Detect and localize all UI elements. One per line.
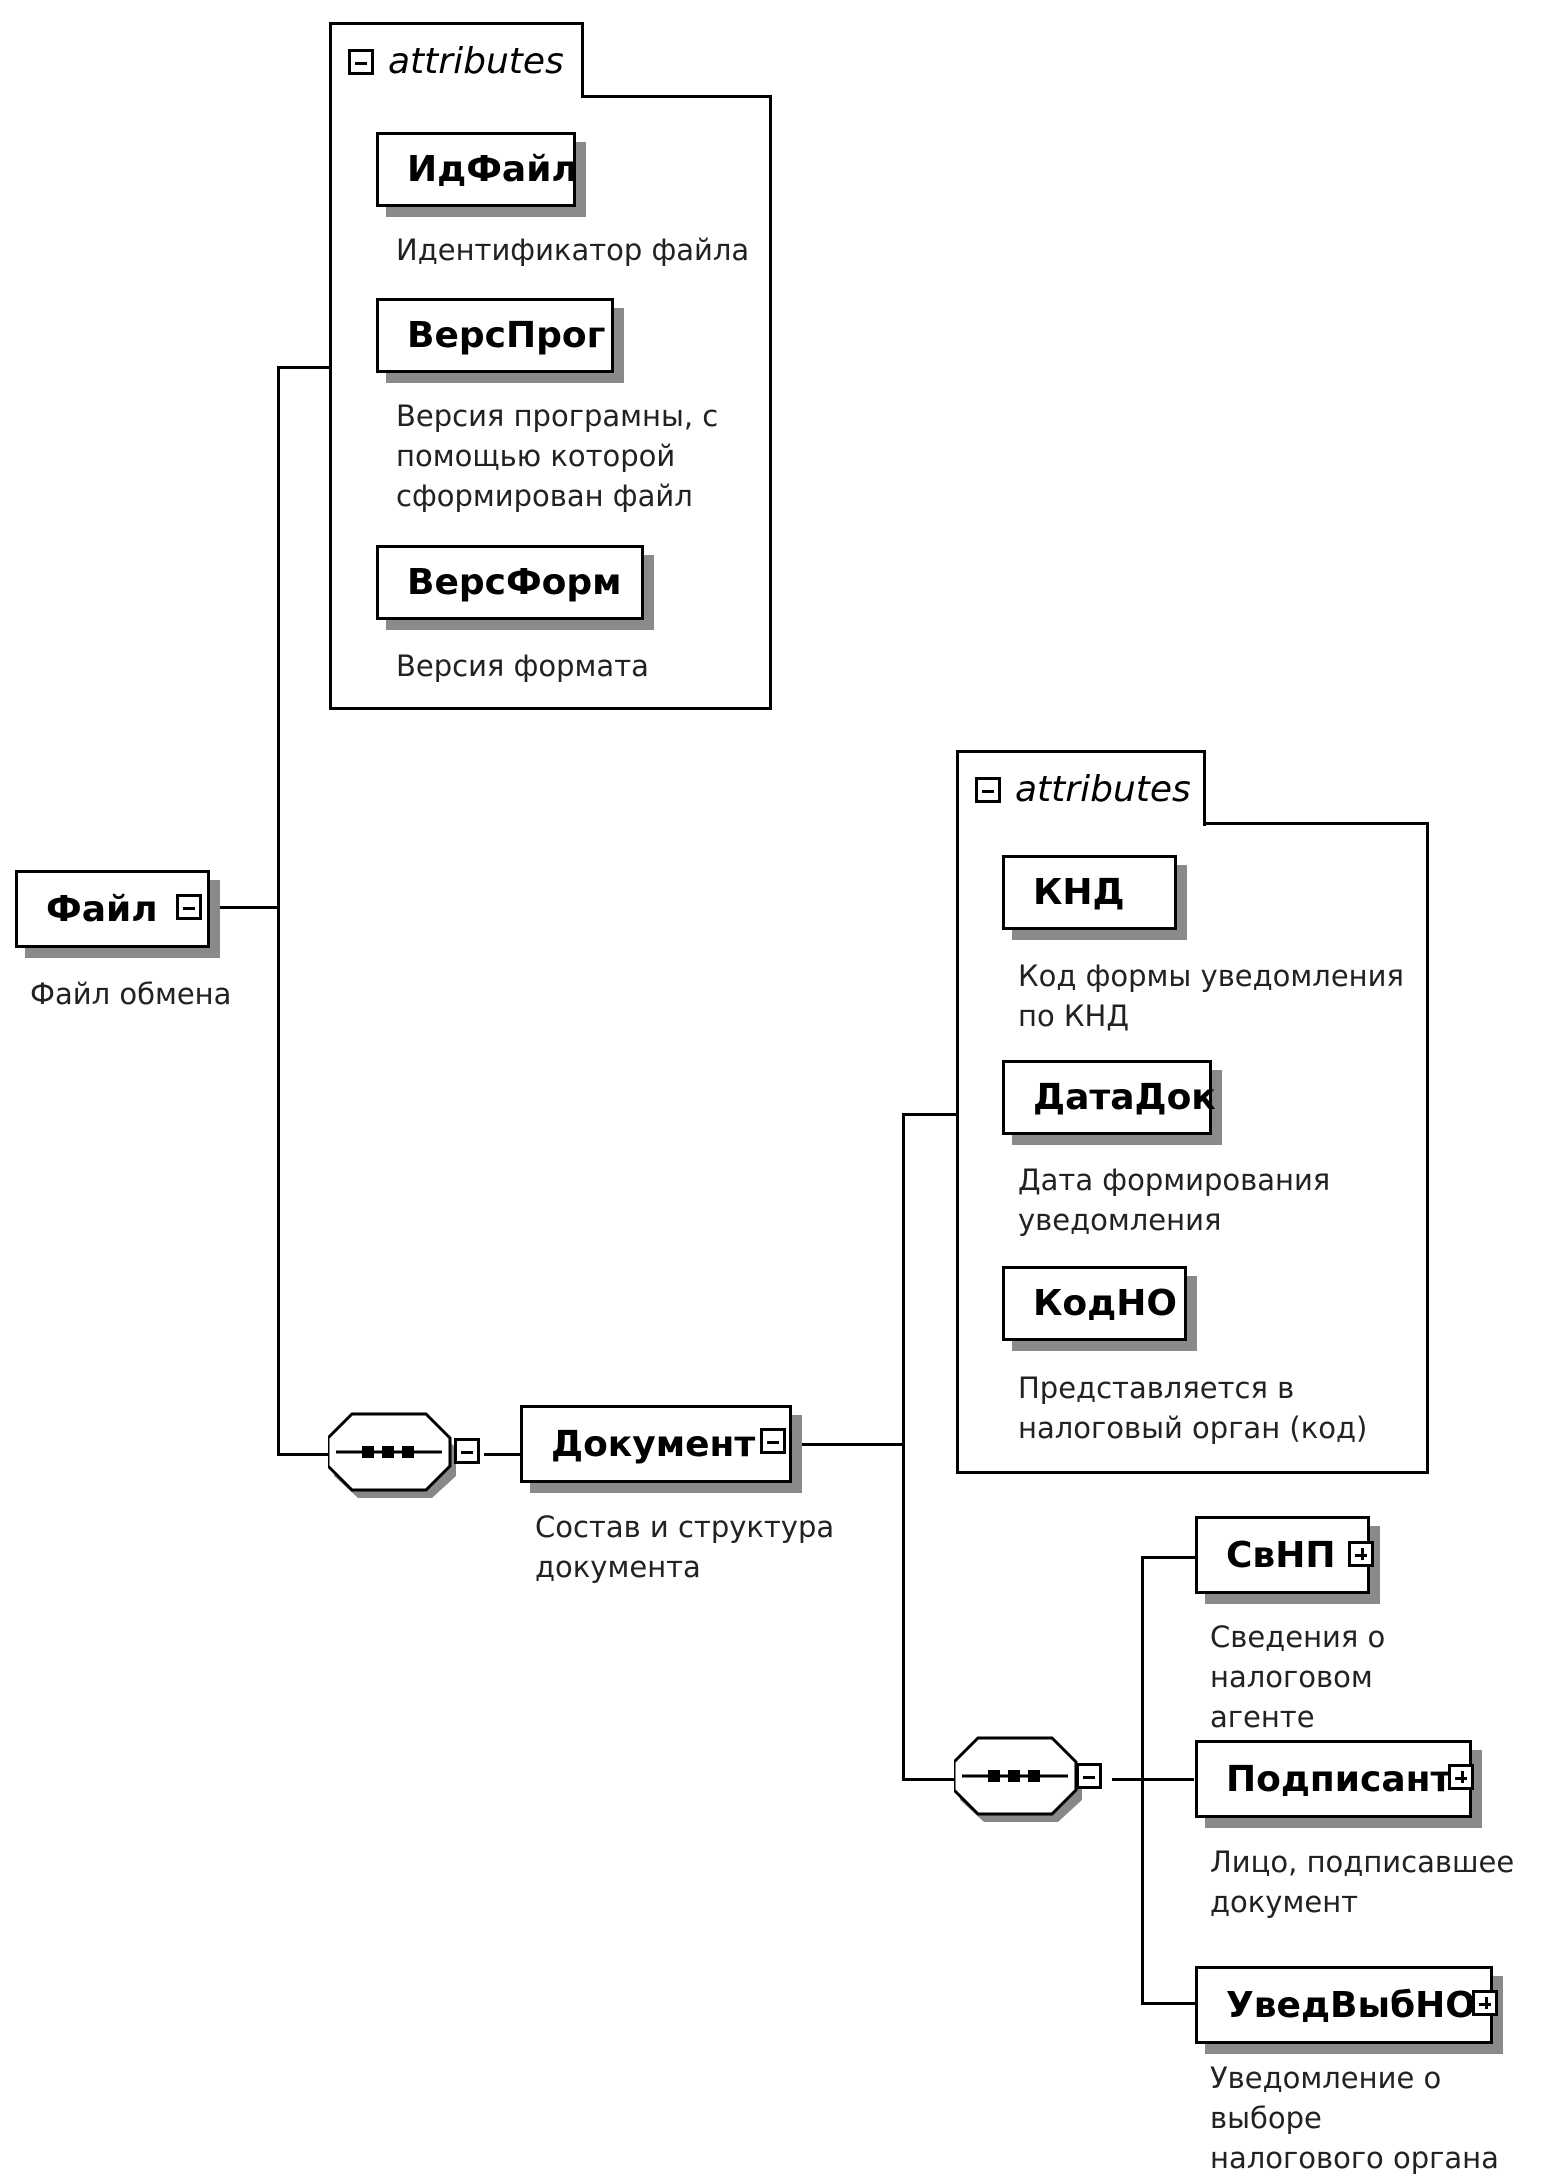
expand-icon[interactable] <box>1348 1541 1374 1567</box>
expand-icon[interactable] <box>1472 1990 1498 2016</box>
attribute-description: Версия формата <box>396 649 649 683</box>
attribute-description: Дата формирования уведомления <box>1018 1163 1331 1237</box>
element-podpisant[interactable]: Подписант <box>1195 1740 1472 1818</box>
collapse-icon[interactable] <box>760 1428 786 1454</box>
element-description: Лицо, подписавшее документ <box>1210 1845 1515 1919</box>
attribute-versprog[interactable]: ВерсПрог <box>376 298 614 373</box>
collapse-icon[interactable] <box>454 1438 480 1464</box>
element-description: Уведомление о выборе налогового органа <box>1210 2061 1499 2175</box>
element-name: УведВыбНО <box>1226 1984 1476 2026</box>
element-name: СвНП <box>1226 1534 1336 1576</box>
connector <box>902 1113 905 1781</box>
attribute-kodno[interactable]: КодНО <box>1002 1266 1187 1341</box>
collapse-icon[interactable] <box>176 894 202 920</box>
element-description: Состав и структура документа <box>535 1510 835 1584</box>
attributes-tab-file[interactable]: attributes <box>329 22 584 98</box>
collapse-icon[interactable] <box>975 776 1001 803</box>
attribute-description: Представляется в налоговый орган (код) <box>1018 1371 1368 1445</box>
element-svnp[interactable]: СвНП <box>1195 1516 1370 1594</box>
element-document[interactable]: Документ <box>520 1405 792 1483</box>
attribute-description: Версия програмны, с помощью которой сфор… <box>396 399 719 513</box>
attribute-versform[interactable]: ВерсФорм <box>376 545 644 620</box>
element-description: Файл обмена <box>30 977 232 1011</box>
connector <box>484 1453 520 1456</box>
attribute-name: КНД <box>1033 872 1125 913</box>
connector <box>792 1443 904 1446</box>
sequence-icon <box>328 1412 456 1498</box>
attribute-datadok[interactable]: ДатаДок <box>1002 1060 1216 1135</box>
collapse-icon[interactable] <box>1076 1763 1102 1789</box>
connector <box>902 1113 956 1116</box>
connector <box>277 366 329 369</box>
connector <box>277 366 280 1456</box>
attribute-name: КодНО <box>1033 1283 1177 1324</box>
attribute-name: ИдФайл <box>407 149 578 190</box>
connector <box>277 1453 332 1456</box>
element-name: Подписант <box>1226 1758 1452 1800</box>
connector <box>1141 1556 1195 1559</box>
element-name: Документ <box>551 1423 756 1465</box>
attributes-tab-document[interactable]: attributes <box>956 750 1206 826</box>
attribute-description: Код формы уведомления по КНД <box>1018 959 1404 1033</box>
attributes-label: attributes <box>1015 769 1191 810</box>
connector <box>1112 1778 1194 1781</box>
sequence-icon <box>954 1736 1082 1822</box>
attribute-name: ДатаДок <box>1033 1077 1216 1118</box>
attribute-name: ВерсФорм <box>407 562 622 603</box>
attribute-knd[interactable]: КНД <box>1002 855 1177 930</box>
connector <box>1141 1556 1144 2005</box>
connector <box>203 906 279 909</box>
attribute-description: Идентификатор файла <box>396 233 750 267</box>
collapse-icon[interactable] <box>348 48 374 75</box>
attribute-idfile[interactable]: ИдФайл <box>376 132 578 207</box>
element-description: Сведения о налоговом агенте <box>1210 1620 1386 1734</box>
element-uvedvybno[interactable]: УведВыбНО <box>1195 1966 1493 2044</box>
attributes-label: attributes <box>388 41 564 82</box>
connector <box>1141 2002 1195 2005</box>
attribute-name: ВерсПрог <box>407 315 606 356</box>
element-name: Файл <box>46 888 158 930</box>
expand-icon[interactable] <box>1448 1764 1474 1790</box>
connector <box>902 1778 958 1781</box>
attributes-group-document <box>956 822 1429 1474</box>
element-file[interactable]: Файл <box>15 870 210 948</box>
